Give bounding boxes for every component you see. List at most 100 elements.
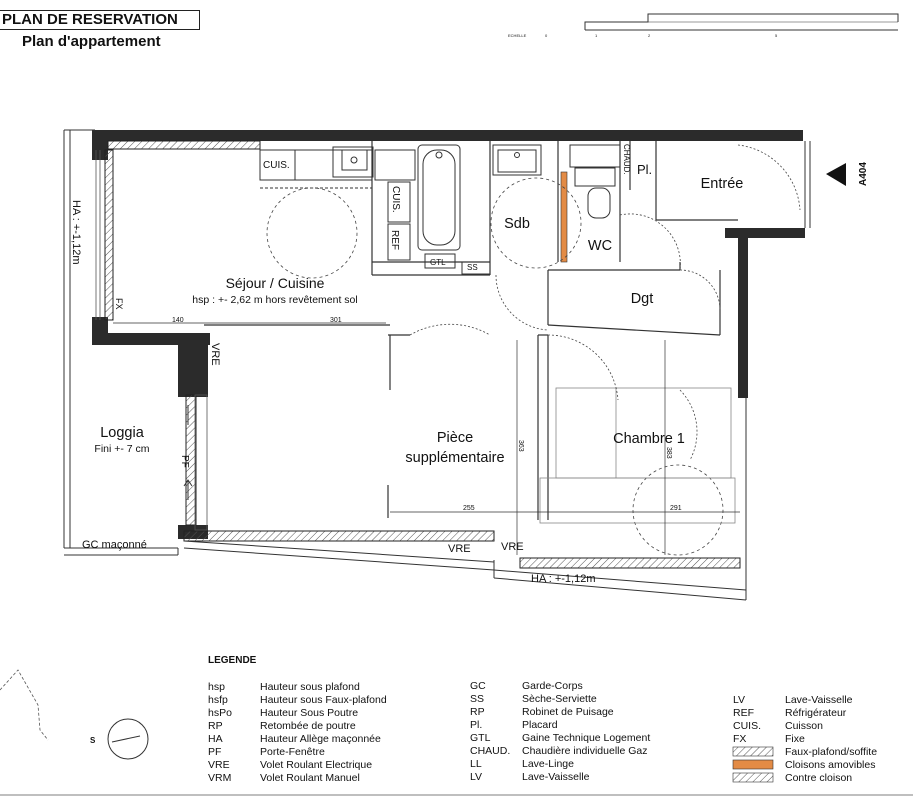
dim-291: 291 — [670, 505, 682, 512]
vre-bottom-label-2: VRE — [501, 541, 524, 553]
gc-label: GC maçonné — [82, 539, 147, 551]
scale-bar: ECHELLE 0 1 2 5 — [508, 13, 899, 38]
scale-tick: 1 — [595, 33, 598, 38]
legend-code: hsPo — [208, 707, 232, 719]
pf-arrows — [183, 405, 193, 500]
washbasin — [492, 144, 542, 176]
room-label-dgt: Dgt — [631, 291, 654, 307]
hatched-walls — [104, 140, 741, 569]
compass-circle-icon — [107, 718, 149, 760]
dim-301: 301 — [330, 317, 342, 324]
legend-code: FX — [733, 733, 746, 745]
legend-desc: Porte-Fenêtre — [260, 746, 325, 758]
legend-desc: Faux-plafond/soffite — [785, 746, 877, 758]
room-label-chambre: Chambre 1 — [613, 431, 685, 447]
legend-code: LV — [733, 694, 745, 706]
vre-bottom-label-1: VRE — [448, 543, 471, 555]
legend-code: SS — [470, 693, 484, 705]
entry-arrow-icon — [826, 163, 846, 186]
legend-code: CUIS. — [733, 720, 761, 732]
legend-desc: Contre cloison — [785, 772, 852, 784]
pf-label: PF — [179, 455, 190, 468]
legend-desc: Chaudière individuelle Gaz — [522, 745, 648, 757]
legend-desc: Placard — [522, 719, 558, 731]
room-label-piece-2: supplémentaire — [405, 450, 504, 466]
room-label-loggia: Loggia — [100, 425, 144, 441]
scale-tick: 5 — [775, 33, 778, 38]
loggia-glazing — [95, 150, 208, 531]
kitchen-counter — [259, 146, 416, 261]
swatch-cloisons — [732, 759, 774, 770]
legend-code: GC — [470, 680, 486, 692]
legend-desc: Sèche-Serviette — [522, 693, 597, 705]
ss-label: SS — [467, 263, 478, 272]
exterior-walls — [92, 130, 805, 539]
legend-code: LL — [470, 758, 482, 770]
legend-desc: Hauteur Allège maçonnée — [260, 733, 381, 745]
legend-desc: Garde-Corps — [522, 680, 583, 692]
legend-code: CHAUD. — [470, 745, 510, 757]
legend-code: VRM — [208, 772, 231, 784]
dim-383: 383 — [665, 447, 672, 459]
legend-desc: Lave-Linge — [522, 758, 574, 770]
legend-desc: Fixe — [785, 733, 805, 745]
legend-desc: Robinet de Puisage — [522, 706, 614, 718]
room-label-sejour: Séjour / Cuisine — [226, 275, 325, 291]
dim-140: 140 — [172, 317, 184, 324]
fx-label: FX — [114, 298, 124, 310]
room-note-sejour: hsp : +- 2,62 m hors revêtement sol — [192, 294, 357, 306]
dim-363: 363 — [517, 440, 524, 452]
compass-label: S — [90, 736, 96, 745]
bed-outline — [539, 387, 736, 524]
legend-code: RP — [470, 706, 485, 718]
movable-partition — [560, 171, 568, 263]
bathtub — [417, 144, 461, 251]
vre-left-label: VRE — [209, 343, 221, 366]
compass-needle-icon — [111, 735, 141, 743]
building-outline — [63, 129, 811, 601]
dim-255: 255 — [463, 505, 475, 512]
room-note-loggia: Fini +- 7 cm — [94, 443, 149, 455]
scale-label: ECHELLE — [508, 33, 527, 38]
legend-code: Pl. — [470, 719, 482, 731]
legend-col-2: GC Garde-Corps SS Sèche-Serviette RP Rob… — [470, 680, 650, 783]
chaud-label: CHAUD. — [622, 144, 631, 175]
legend-code: PF — [208, 746, 221, 758]
legend-code: LV — [470, 771, 482, 783]
cuis-side-label: CUIS. — [390, 186, 401, 213]
swatch-faux-plafond — [732, 746, 774, 757]
section-marker: A404 — [858, 162, 869, 186]
legend-desc: Volet Roulant Manuel — [260, 772, 360, 784]
legend-desc: Hauteur sous Faux-plafond — [260, 694, 387, 706]
turning-circles — [266, 177, 724, 556]
legend-code: GTL — [470, 732, 491, 744]
swatch-contre-cloison — [732, 772, 774, 783]
placard-label: Pl. — [637, 162, 652, 177]
legend-code: HA — [208, 733, 223, 745]
legend-desc: Gaine Technique Logement — [522, 732, 650, 744]
gtl-label: GTL — [430, 258, 446, 267]
legend-col-1: hsp Hauteur sous plafond hsfp Hauteur so… — [208, 681, 387, 784]
ha-left-label: HA : +-1,12m — [70, 200, 82, 265]
plan-title: PLAN DE RESERVATION — [0, 10, 200, 30]
legend-code: hsfp — [208, 694, 228, 706]
cuis-label: CUIS. — [263, 160, 290, 171]
site-lines — [0, 669, 49, 741]
legend-desc: Hauteur Sous Poutre — [260, 707, 358, 719]
legend-col-3: LV Lave-Vaisselle REF Réfrigérateur CUIS… — [732, 694, 877, 784]
legend-code: hsp — [208, 681, 225, 693]
toilet — [569, 144, 621, 219]
dimension-lines — [113, 322, 740, 555]
legend-code: RP — [208, 720, 223, 732]
ref-label: REF — [389, 230, 400, 250]
room-label-wc: WC — [588, 238, 612, 254]
legend-code: VRE — [208, 759, 230, 771]
legend-desc: Cloisons amovibles — [785, 759, 875, 771]
ha-bottom-label: HA : +-1,12m — [531, 573, 596, 585]
gtl-box — [424, 253, 491, 275]
compass: S — [90, 718, 149, 760]
legend-code: REF — [733, 707, 754, 719]
legend-desc: Cuisson — [785, 720, 823, 732]
legend-desc: Réfrigérateur — [785, 707, 847, 719]
